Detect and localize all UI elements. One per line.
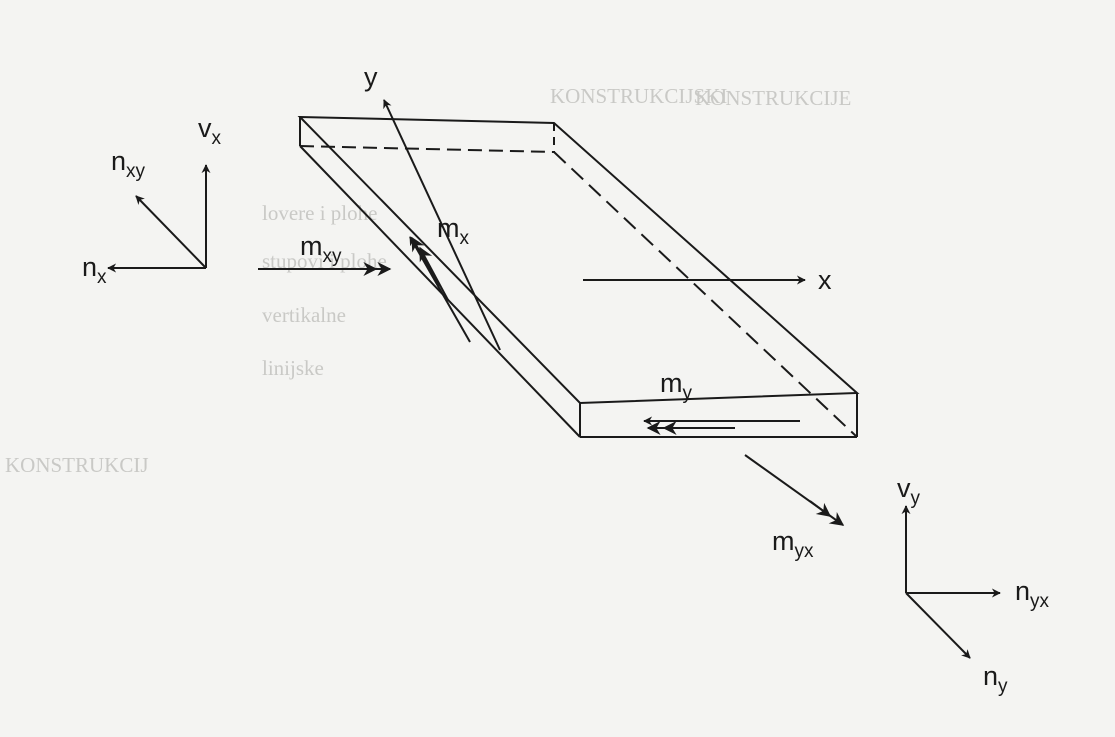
moment-mx: mx xyxy=(409,213,471,343)
ghost-text-1: KONSTRUKCIJE xyxy=(695,86,851,110)
nxy-label: nxy xyxy=(111,146,146,182)
force-triad-y: vy nyx ny xyxy=(897,473,1050,697)
moment-mxy: mxy xyxy=(258,231,392,276)
myx-double-arrow-2 xyxy=(809,500,832,517)
background-text: KONSTRUKCIJE KONSTRUKCIJSKI lovere i plo… xyxy=(5,84,851,477)
plate-hidden-edge-right-bottom xyxy=(553,151,858,438)
ghost-text-5: vertikalne xyxy=(262,303,346,327)
nyx-label: nyx xyxy=(1015,576,1050,612)
ghost-text-3: lovere i plohe xyxy=(262,201,377,225)
nxy-arrow xyxy=(135,195,207,269)
x-axis-label: x xyxy=(818,265,832,295)
nx-label: nx xyxy=(82,252,107,288)
plate-axes: x y xyxy=(364,62,832,351)
force-triad-x: vx nx nxy xyxy=(82,113,222,288)
ny-arrow xyxy=(905,592,971,659)
moment-my: my xyxy=(643,368,800,435)
vx-label: vx xyxy=(198,113,222,149)
mxy-label: mxy xyxy=(300,231,342,267)
y-axis-label: y xyxy=(364,62,378,92)
mx-single-arrow xyxy=(409,236,471,343)
mx-double-arrow-2 xyxy=(411,236,441,287)
vy-label: vy xyxy=(897,473,921,509)
y-axis-arrow xyxy=(383,99,501,351)
ghost-text-2: KONSTRUKCIJSKI xyxy=(550,84,727,108)
moment-myx: myx xyxy=(744,454,845,562)
myx-label: myx xyxy=(772,526,814,562)
mx-label: mx xyxy=(437,213,470,249)
plate-hidden-edge-back xyxy=(299,145,555,153)
ghost-text-7: KONSTRUKCIJ xyxy=(5,453,149,477)
ghost-text-6: linijske xyxy=(262,356,324,380)
ny-label: ny xyxy=(983,661,1008,697)
plate-slab xyxy=(297,115,860,438)
my-label: my xyxy=(660,368,693,404)
